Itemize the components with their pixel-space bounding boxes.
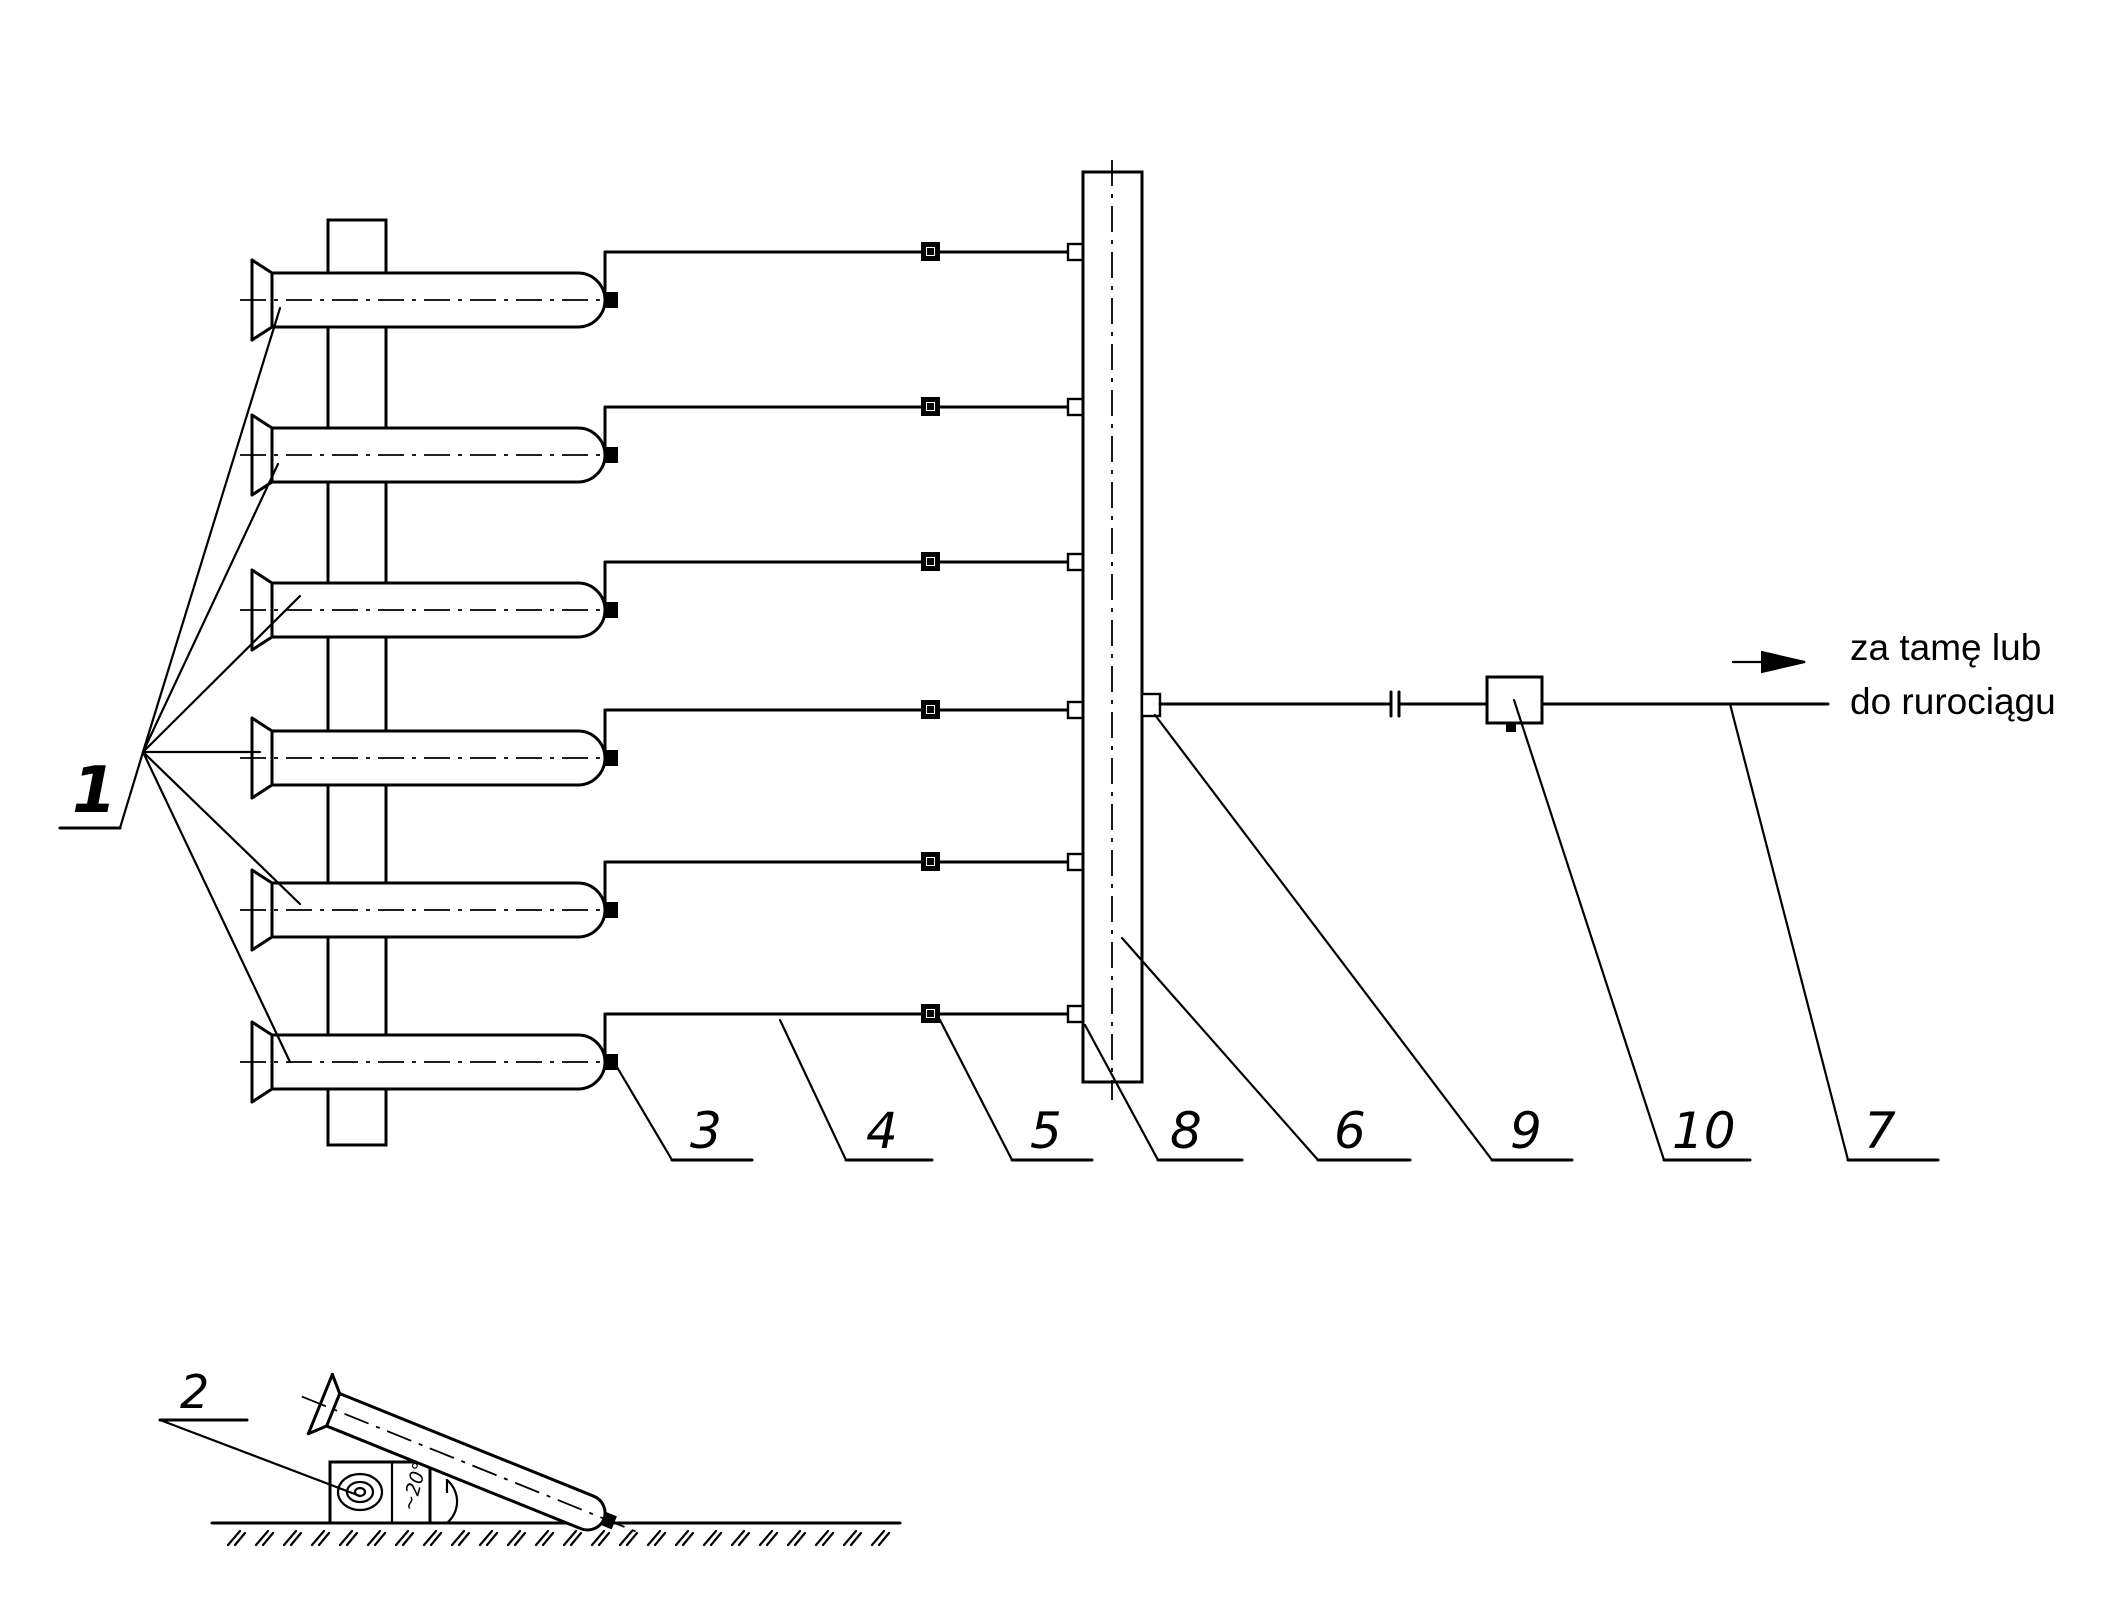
cylinder-bank bbox=[240, 242, 1085, 1104]
pipe-4 bbox=[603, 708, 1077, 755]
cylinder-3 bbox=[240, 552, 1085, 652]
manifold-nozzle-1 bbox=[1066, 242, 1085, 262]
label-4: 4 bbox=[866, 1102, 898, 1160]
label-9: 9 bbox=[1510, 1102, 1542, 1160]
valve-3 bbox=[604, 602, 618, 618]
cylinder-1 bbox=[240, 242, 1085, 342]
label-7: 7 bbox=[1864, 1102, 1896, 1160]
outlet-line bbox=[1140, 675, 1830, 732]
cylinder-6 bbox=[240, 1004, 1085, 1104]
destination-note-line1: za tamę lub bbox=[1850, 627, 2041, 668]
ground-hatching bbox=[226, 1529, 891, 1547]
leader-lines bbox=[58, 306, 1940, 1162]
manifold-nozzle-5 bbox=[1066, 852, 1085, 872]
cylinder-4 bbox=[240, 700, 1085, 800]
manifold-nozzle-3 bbox=[1066, 552, 1085, 572]
flow-arrow bbox=[1731, 650, 1806, 674]
valve-6 bbox=[604, 1054, 618, 1070]
collector-manifold bbox=[1081, 160, 1144, 1100]
pipe-6 bbox=[603, 1012, 1077, 1059]
outlet-fitting bbox=[1140, 692, 1162, 718]
label-1: 1 bbox=[72, 754, 117, 828]
pipe-3 bbox=[603, 560, 1077, 607]
pipe-5 bbox=[603, 860, 1077, 907]
label-6: 6 bbox=[1334, 1102, 1366, 1160]
pipe-1 bbox=[603, 250, 1077, 297]
manifold-nozzle-6 bbox=[1066, 1004, 1085, 1024]
label-2: 2 bbox=[180, 1365, 209, 1419]
label-8: 8 bbox=[1170, 1102, 1202, 1160]
cylinder-2 bbox=[240, 397, 1085, 497]
pipe-2 bbox=[603, 405, 1077, 452]
inclined-cylinder-inset: ~20° 2 bbox=[158, 1365, 902, 1547]
label-5: 5 bbox=[1030, 1102, 1062, 1160]
valve-1 bbox=[604, 292, 618, 308]
valve-5 bbox=[604, 902, 618, 918]
label-10: 10 bbox=[1672, 1102, 1736, 1160]
valve-2 bbox=[604, 447, 618, 463]
support-post bbox=[326, 218, 388, 1147]
cylinder-5 bbox=[240, 852, 1085, 952]
manifold-nozzle-4 bbox=[1066, 700, 1085, 720]
manifold-nozzle-2 bbox=[1066, 397, 1085, 417]
label-3: 3 bbox=[690, 1102, 722, 1160]
destination-note-line2: do rurociągu bbox=[1850, 681, 2056, 722]
wood-grain-icon bbox=[336, 1472, 384, 1512]
valve-4 bbox=[604, 750, 618, 766]
